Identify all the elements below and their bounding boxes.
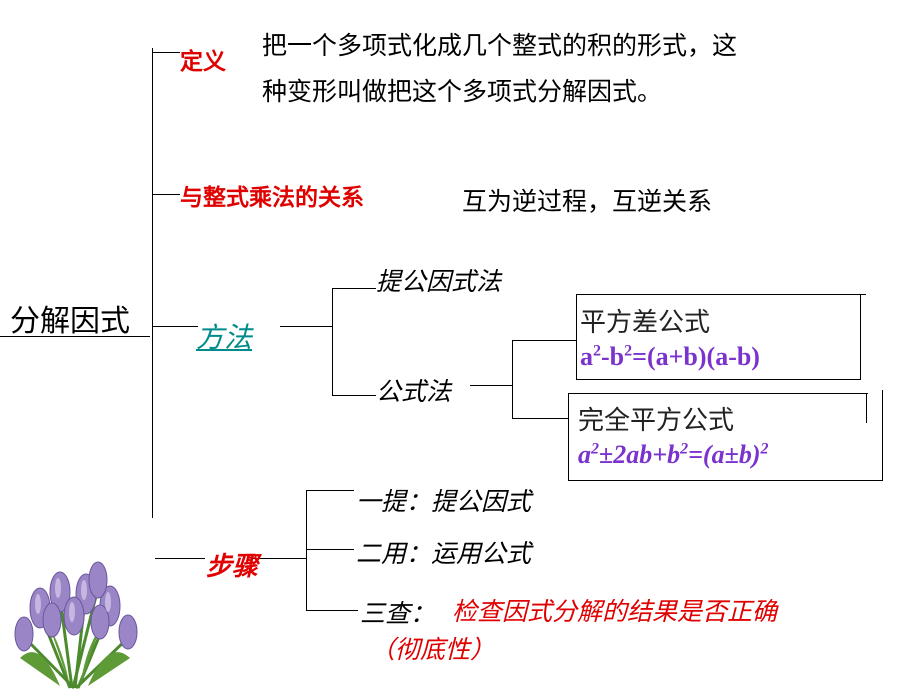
diff-box-top: [576, 294, 866, 295]
step-1: 一提：提公因式: [356, 487, 532, 516]
branch-steps: [155, 558, 205, 559]
branch-method: [152, 326, 198, 327]
method-label: 方法: [196, 321, 253, 354]
main-trunk: [152, 48, 153, 518]
step-3-note: （彻底性）: [370, 635, 496, 664]
diff-squares-name: 平方差公式: [580, 308, 711, 338]
step-3-prefix: 三查：: [360, 599, 436, 628]
root-topic: 分解因式: [10, 304, 130, 339]
definition-label: 定义: [180, 49, 226, 75]
square-box-right2: [882, 390, 883, 480]
method-to-extract: [332, 288, 376, 289]
steps-to-2: [306, 549, 354, 550]
diff-box-left: [576, 294, 577, 380]
step-3-text: 检查因式分解的结果是否正确: [452, 597, 778, 626]
square-box-top: [568, 393, 868, 394]
steps-join: [252, 558, 306, 559]
formula-to-diff: [512, 340, 576, 341]
relation-label: 与整式乘法的关系: [180, 185, 364, 211]
steps-to-3: [306, 610, 358, 611]
method-vert: [332, 288, 333, 396]
formula-vert: [512, 340, 513, 418]
steps-to-1: [306, 490, 354, 491]
square-box-right: [866, 393, 867, 423]
definition-text-line1: 把一个多项式化成几个整式的积的形式，这: [262, 31, 738, 60]
perfect-square-name: 完全平方公式: [578, 406, 735, 436]
definition-text-line2: 种变形叫做把这个多项式分解因式。: [262, 77, 663, 106]
method-formula-label: 公式法: [376, 377, 452, 406]
method-to-formula: [332, 395, 376, 396]
method-extract-label: 提公因式法: [376, 267, 502, 296]
crocus-flower-image: [14, 561, 138, 690]
square-box-left: [568, 393, 569, 481]
diff-box-bottom: [576, 379, 861, 380]
step-2: 二用：运用公式: [356, 539, 532, 568]
steps-vert: [306, 490, 307, 610]
formula-out: [470, 385, 512, 386]
root-underline: [0, 336, 150, 337]
steps-label: 步骤: [206, 552, 259, 582]
diff-box-right: [860, 294, 861, 380]
branch-definition: [152, 52, 180, 53]
formula-to-square: [512, 418, 568, 419]
relation-text: 互为逆过程，互逆关系: [462, 187, 713, 216]
branch-relation: [152, 194, 180, 195]
method-out: [280, 326, 332, 327]
square-box-bottom: [568, 480, 883, 481]
diff-squares-formula: a2-b2=(a+b)(a-b): [580, 342, 760, 371]
perfect-square-formula: a2±2ab+b2=(a±b)2: [578, 440, 769, 469]
